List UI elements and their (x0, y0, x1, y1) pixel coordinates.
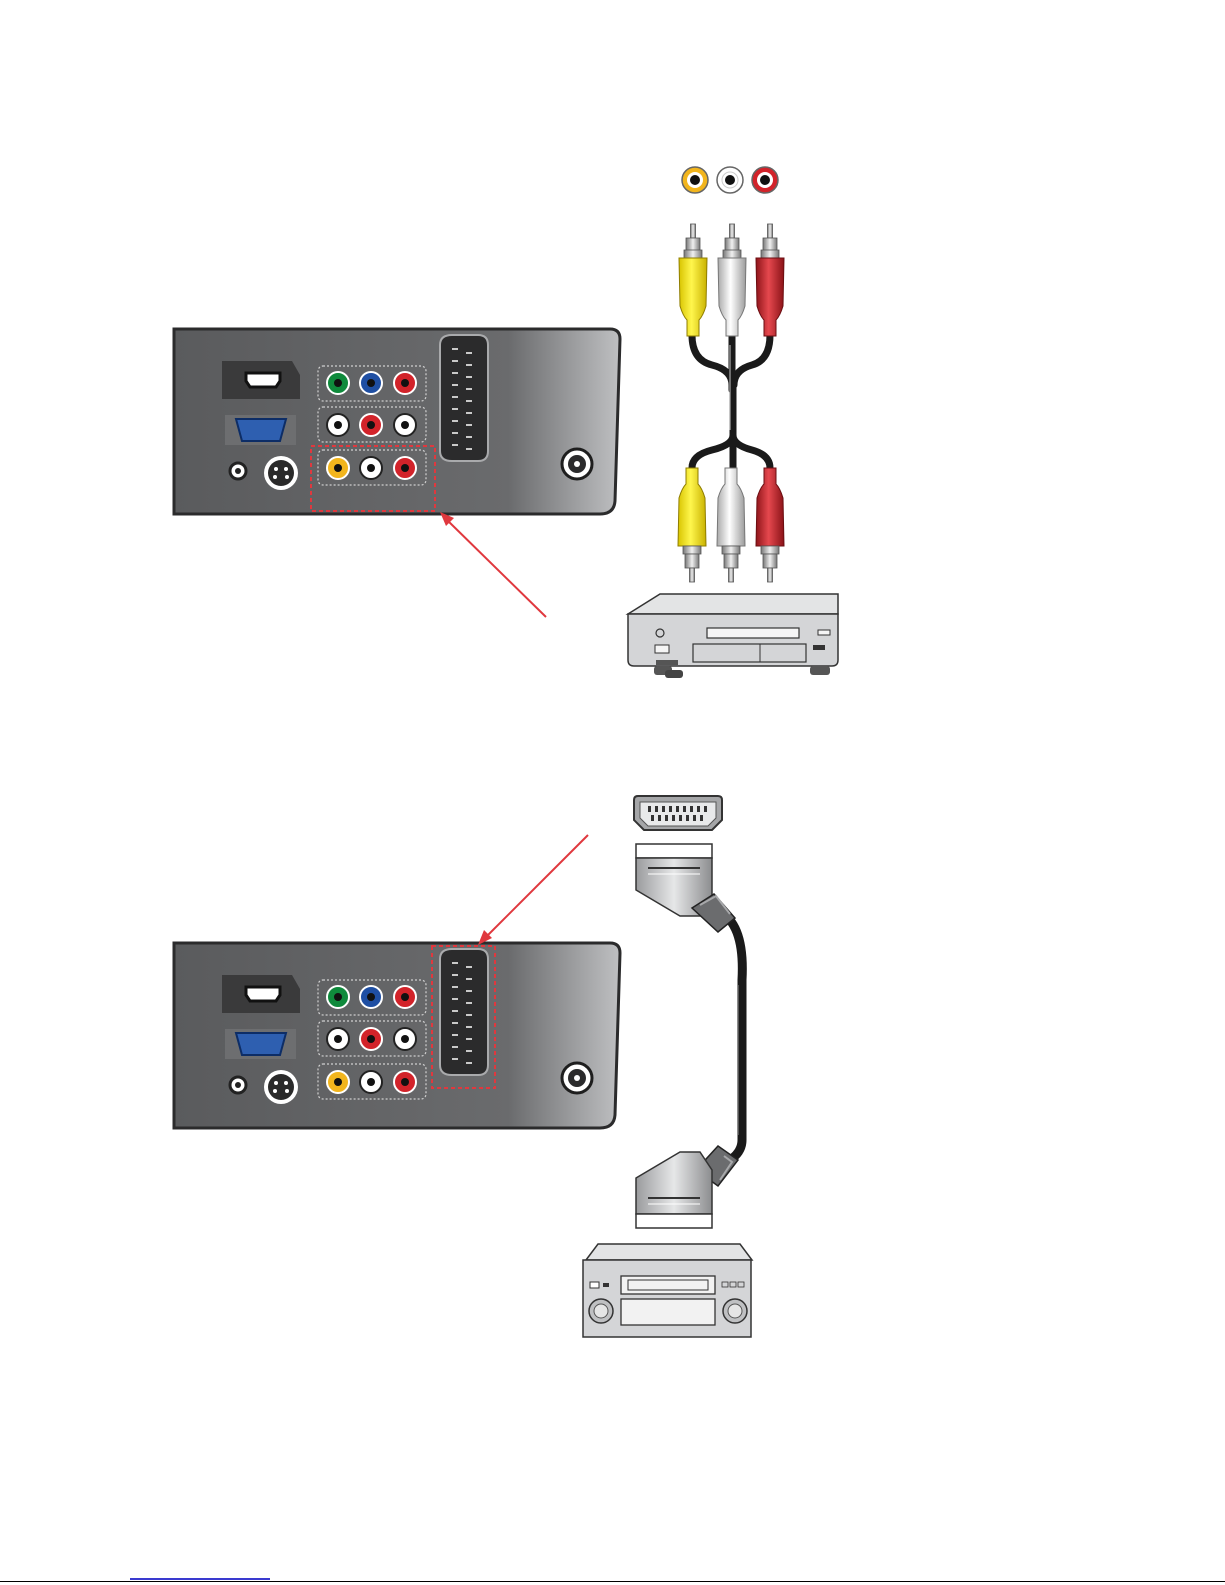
upper-white-plug (718, 224, 746, 336)
upper-yellow-plug (679, 224, 707, 336)
footer-rule (0, 1581, 1225, 1582)
callout-arrow-scart (484, 835, 588, 939)
tv-back-panel (174, 943, 620, 1128)
footer-link-underline (130, 1578, 270, 1580)
lower-red-plug (756, 468, 784, 582)
callout-arrow-composite (445, 518, 546, 617)
vcr-dvd-player-icon (628, 594, 838, 678)
scart-cable (636, 844, 742, 1228)
composite-diagram (174, 167, 838, 678)
scart-diagram (174, 796, 752, 1337)
tv-back-panel (174, 329, 620, 514)
lower-yellow-plug (678, 468, 706, 582)
lower-white-plug (717, 468, 745, 582)
lower-scart-plug (636, 1146, 738, 1228)
av-receiver-icon (583, 1244, 752, 1337)
upper-red-plug (756, 224, 784, 336)
rca-composite-av-cable (678, 224, 784, 582)
av-jack-icons (682, 167, 778, 193)
upper-scart-plug (636, 844, 735, 932)
scart-socket-icon (634, 796, 722, 830)
